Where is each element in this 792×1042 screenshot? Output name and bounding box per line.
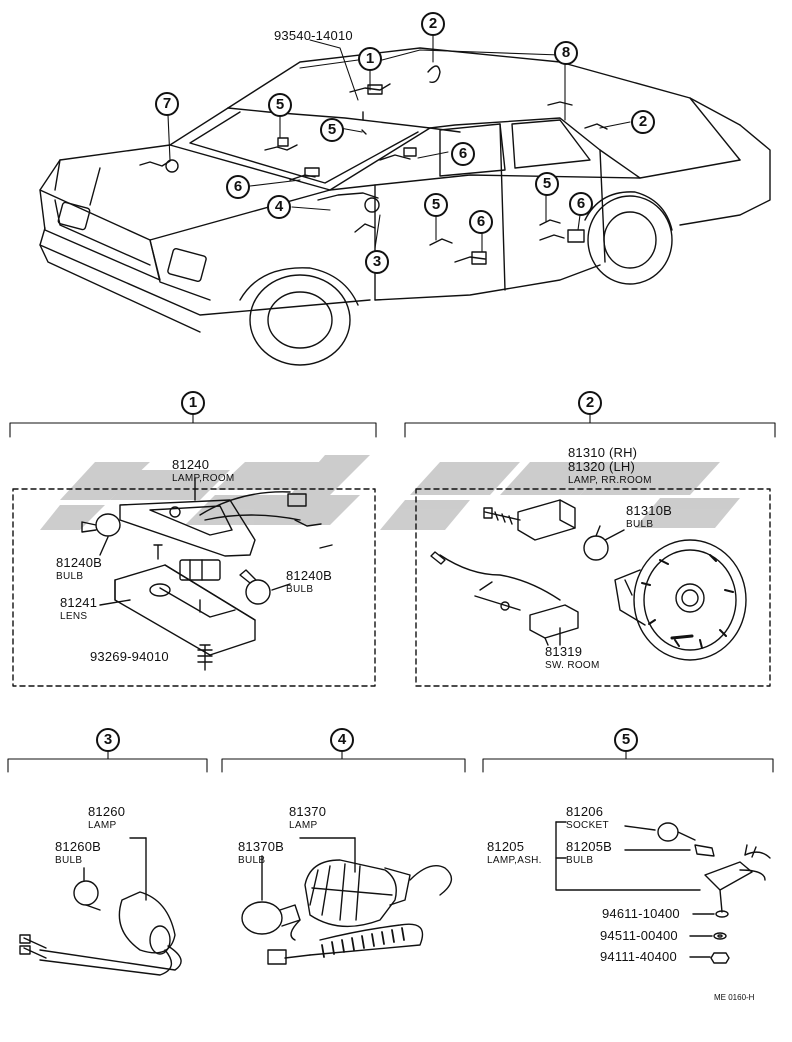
rr-room-lamp-name: LAMP, RR.ROOM (568, 475, 652, 486)
part-94511-00400: 94511-00400 (600, 928, 678, 943)
ashtray-lamp-parts (555, 821, 771, 964)
rr-room-lamp-rh-number: 81310 (RH) (568, 445, 638, 460)
rr-room-lamp-lh-number: 81320 (LH) (568, 459, 636, 474)
callout-5-car-b: 5 (320, 118, 344, 142)
screw-93269-94010: 93269-94010 (90, 649, 169, 664)
callout-6-car-b: 6 (226, 175, 250, 199)
callout-3-car: 3 (365, 250, 389, 274)
callout-7-car: 7 (155, 92, 179, 116)
lens-number: 81241 (60, 595, 98, 610)
bulb-81205b-name: BULB (566, 855, 594, 866)
bulb-81370b-name: BULB (238, 855, 266, 866)
callout-6-car-d: 6 (569, 192, 593, 216)
lamp-81260-number: 81260 (88, 804, 126, 819)
lamp-ash-number: 81205 (487, 839, 525, 854)
callout-5-car-c: 5 (424, 193, 448, 217)
bulb-81260b-number: 81260B (55, 839, 102, 854)
lamp-room-name: LAMP,ROOM (172, 473, 235, 484)
rear-room-lamp-parts (430, 499, 747, 661)
lamp-81370-name: LAMP (289, 820, 318, 831)
bulb-81260b-name: BULB (55, 855, 83, 866)
bulb-81240b-left-name: BULB (56, 571, 84, 582)
part-94111-40400: 94111-40400 (600, 949, 677, 964)
bulb-81310b-number: 81310B (626, 503, 673, 518)
callout-2-car-top: 2 (421, 12, 445, 36)
section-3-number: 3 (96, 728, 120, 752)
section-2-number: 2 (578, 391, 602, 415)
car-illustration (39, 47, 771, 366)
section-1-number: 1 (181, 391, 205, 415)
bulb-81310b-name: BULB (626, 519, 654, 530)
bulb-81370b-number: 81370B (238, 839, 285, 854)
callout-6-car-c: 6 (469, 210, 493, 234)
callout-5-car-d: 5 (535, 172, 559, 196)
callout-8-car: 8 (554, 41, 578, 65)
callout-1-car: 1 (358, 47, 382, 71)
socket-81206-number: 81206 (566, 804, 604, 819)
callout-4-car: 4 (267, 195, 291, 219)
callout-6-car-a: 6 (451, 142, 475, 166)
room-switch-number: 81319 (545, 644, 583, 659)
section-4-number: 4 (330, 728, 354, 752)
bulb-81240b-left-number: 81240B (56, 555, 103, 570)
lamp-81260-name: LAMP (88, 820, 117, 831)
bulb-81205b-number: 81205B (566, 839, 613, 854)
part-93540-14010: 93540-14010 (274, 28, 353, 43)
bulb-81240b-right-number: 81240B (286, 568, 333, 583)
socket-81206-name: SOCKET (566, 820, 609, 831)
lens-name: LENS (60, 611, 88, 622)
callout-2-car-right: 2 (631, 110, 655, 134)
bulb-81240b-right-name: BULB (286, 584, 314, 595)
lamp-81370-number: 81370 (289, 804, 327, 819)
callout-5-car-a: 5 (268, 93, 292, 117)
lamp-81370-parts (241, 837, 453, 965)
lamp-ash-name: LAMP,ASH. (487, 855, 542, 866)
figure-code: ME 0160-H (714, 993, 755, 1002)
lamp-81260-parts (19, 837, 182, 976)
section-5-number: 5 (614, 728, 638, 752)
part-94611-10400: 94611-10400 (602, 906, 680, 921)
lamp-room-number: 81240 (172, 457, 210, 472)
room-switch-name: SW. ROOM (545, 660, 600, 671)
room-lamp-parts (81, 477, 333, 671)
